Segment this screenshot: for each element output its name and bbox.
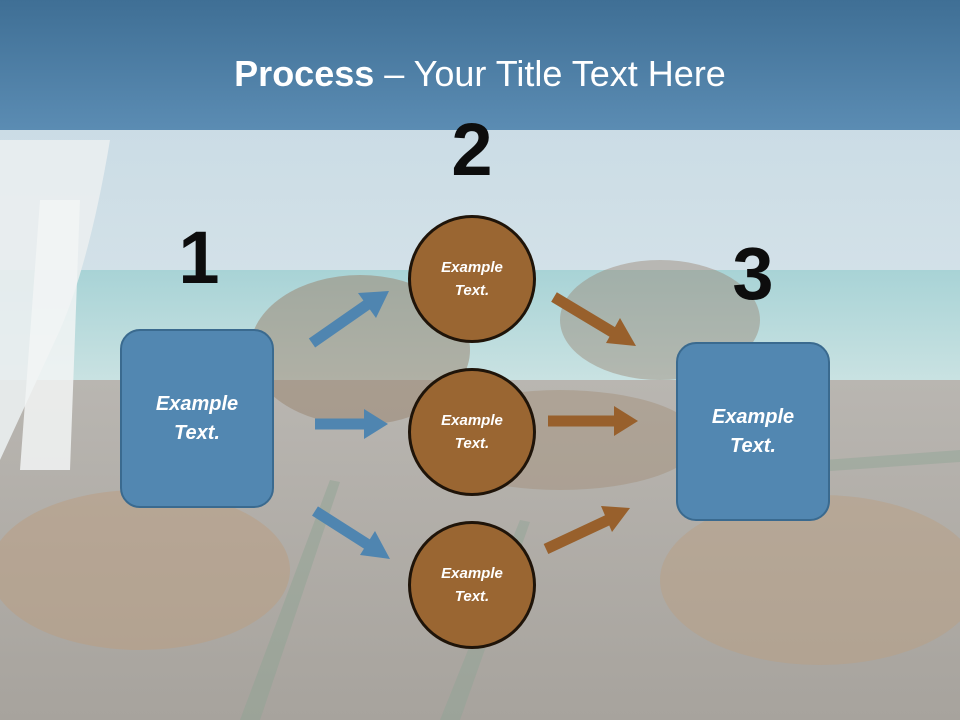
end-box-label: Example Text.	[711, 405, 795, 457]
process-circle-middle: Example Text.	[408, 368, 536, 496]
start-box-label: Example Text.	[155, 392, 239, 444]
step-number-2: 2	[451, 108, 493, 191]
circle-top-label: Example Text.	[441, 259, 503, 299]
circle-middle-label: Example Text.	[441, 412, 503, 452]
process-circle-bottom: Example Text.	[408, 521, 536, 649]
start-box: Example Text.	[120, 329, 274, 508]
title-rest-part: – Your Title Text Here	[374, 53, 726, 94]
end-box: Example Text.	[676, 342, 830, 521]
process-circle-top: Example Text.	[408, 215, 536, 343]
slide-title: Process – Your Title Text Here	[0, 52, 960, 96]
step-number-1: 1	[178, 216, 220, 299]
step-number-3: 3	[732, 232, 774, 315]
circle-bottom-label: Example Text.	[441, 565, 503, 605]
title-bold-part: Process	[234, 53, 375, 94]
